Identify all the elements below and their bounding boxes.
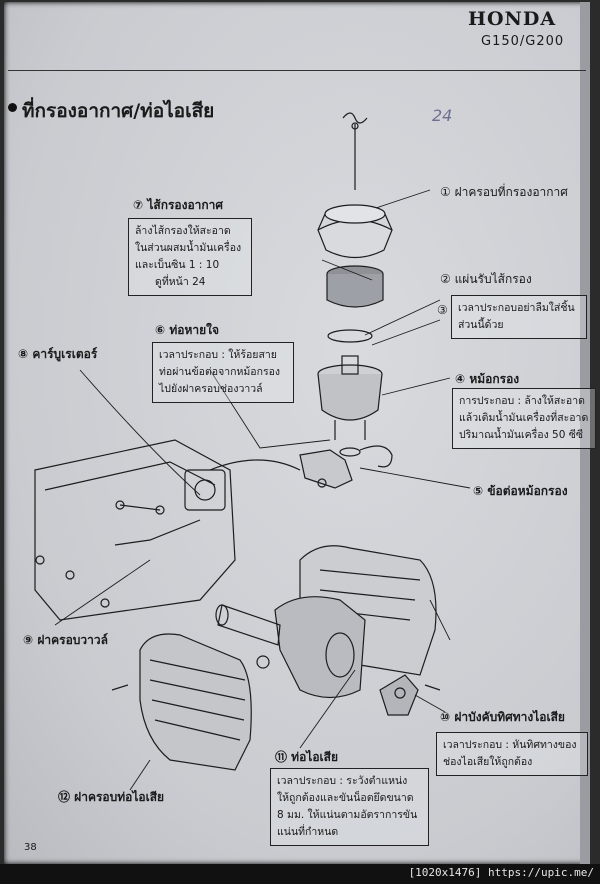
note-line: ดูที่หน้า 24: [155, 276, 206, 288]
note-line: แล้วเติมน้ำมันเครื่องที่สะอาด: [459, 412, 589, 424]
section-title: ที่กรองอากาศ/ท่อไอเสีย: [22, 100, 215, 122]
note-line: การประกอบ : ล้างให้สะอาด: [459, 395, 585, 407]
note-line: ท่อผ่านข้อต่อจากหม้อกรอง: [159, 366, 281, 378]
note-line: เวลาประกอบ : ระวังตำแหน่ง: [277, 775, 408, 787]
note-line: ล้างไส้กรองให้สะอาด: [135, 225, 231, 237]
note-line: แน่นที่กำหนด: [277, 826, 339, 838]
label-carburetor: ⑧ คาร์บูเรเตอร์: [18, 347, 98, 361]
note-line: เวลาประกอบอย่าลืมใส่ชิ้น: [458, 302, 575, 314]
note-seat: เวลาประกอบอย่าลืมใส่ชิ้น ส่วนนี้ด้วย: [451, 295, 587, 339]
page-number: 38: [24, 842, 37, 853]
note-line: ช่องไอเสียให้ถูกต้อง: [443, 756, 533, 768]
label-muffler: ⑪ ท่อไอเสีย: [275, 750, 338, 764]
manual-page: [4, 2, 590, 864]
note-line: ส่วนนี้ด้วย: [458, 319, 504, 331]
model-number: G150/G200: [481, 34, 565, 49]
note-line: ปริมาณน้ำมันเครื่อง 50 ซีซี: [459, 429, 584, 441]
note-line: และเบ็นซิน 1 : 10: [135, 259, 220, 271]
note-filter-cleaning: ล้างไส้กรองให้สะอาด ในส่วนผสมน้ำมันเครื่…: [128, 218, 252, 296]
note-line: เวลาประกอบ : ให้ร้อยสาย: [159, 349, 277, 361]
header-rule: [8, 70, 586, 71]
label-deflector: ⑩ ฝาบังคับทิศทางไอเสีย: [440, 710, 565, 724]
label-part-3: ③: [437, 303, 448, 317]
label-element-seat: ② แผ่นรับไส้กรอง: [440, 272, 532, 286]
watermark: [1020x1476] https://upic.me/: [408, 866, 594, 879]
label-air-cleaner-case: ④ หม้อกรอง: [455, 372, 520, 386]
page-edge: [580, 2, 590, 864]
note-case: การประกอบ : ล้างให้สะอาด แล้วเติมน้ำมันเ…: [452, 388, 596, 449]
label-muffler-protector: ⑫ ฝาครอบท่อไอเสีย: [58, 790, 165, 804]
note-breather: เวลาประกอบ : ให้ร้อยสาย ท่อผ่านข้อต่อจาก…: [152, 342, 294, 403]
brand-logo: HONDA: [468, 8, 557, 30]
note-line: ให้ถูกต้องและขันน็อตยึดขนาด: [277, 792, 414, 804]
note-line: 8 มม. ให้แน่นตามอัตราการขัน: [277, 809, 418, 821]
label-air-cleaner-cover: ① ฝาครอบที่กรองอากาศ: [440, 185, 568, 199]
note-deflector: เวลาประกอบ : หันทิศทางของ ช่องไอเสียให้ถ…: [436, 732, 588, 776]
note-line: ไปยังฝาครอบช่องวาวล์: [159, 383, 263, 395]
note-line: ในส่วนผสมน้ำมันเครื่อง: [135, 242, 242, 254]
note-muffler: เวลาประกอบ : ระวังตำแหน่ง ให้ถูกต้องและข…: [270, 768, 429, 846]
watermark-bar: [0, 864, 600, 884]
label-elbow: ⑤ ข้อต่อหม้อกรอง: [473, 484, 568, 498]
label-breather-tube: ⑥ ท่อหายใจ: [155, 323, 220, 337]
pencil-note: 24: [432, 106, 453, 125]
label-valve-cover: ⑨ ฝาครอบวาวล์: [23, 633, 108, 647]
label-air-filter: ⑦ ไส้กรองอากาศ: [133, 198, 224, 212]
section-bullet: [8, 103, 17, 112]
note-line: เวลาประกอบ : หันทิศทางของ: [443, 739, 577, 751]
